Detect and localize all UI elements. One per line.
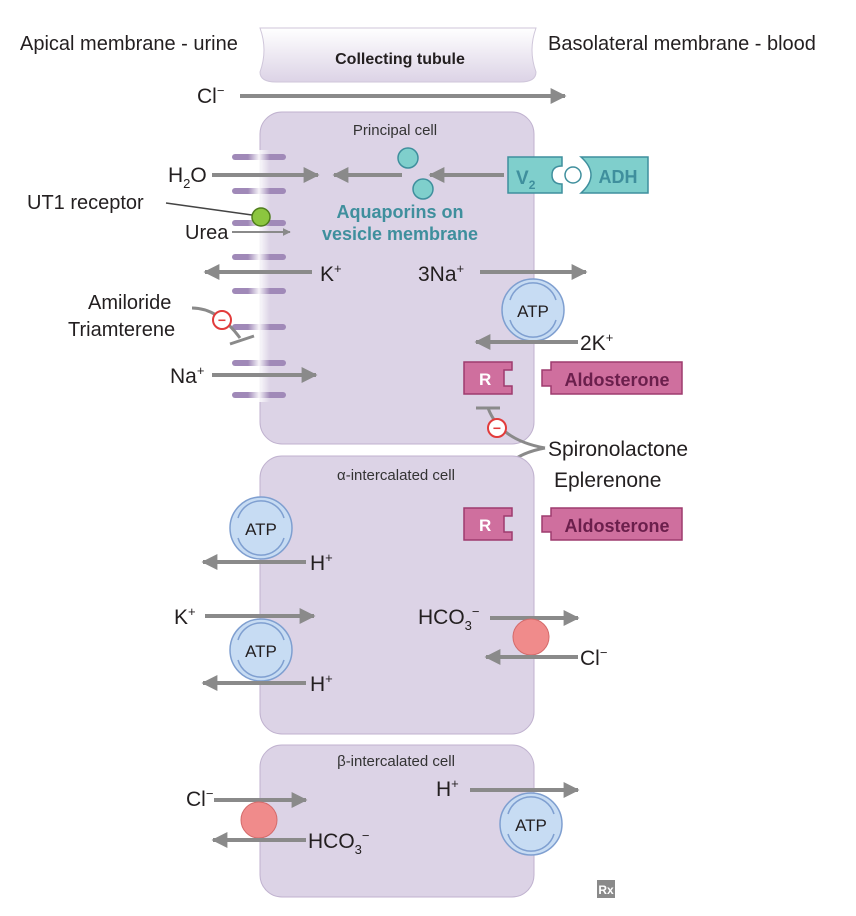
ut1-leader-line <box>165 202 253 216</box>
ut1-channel-icon <box>251 207 271 227</box>
hco3-label-alpha: HCO3− <box>418 604 480 633</box>
adh-label: ADH <box>599 167 638 187</box>
triamterene-label: Triamterene <box>68 319 175 341</box>
receptor-r-label: R <box>479 516 491 535</box>
aldosterone-label: Aldosterone <box>564 516 669 536</box>
aquaporin-vesicle-icon <box>397 147 419 169</box>
h-atpase-alpha-1: ATP <box>229 496 293 560</box>
aquaporins-label-2: vesicle membrane <box>322 224 478 244</box>
v2-label: V2 <box>516 168 536 192</box>
ut1-receptor-label: UT1 receptor <box>27 192 144 214</box>
h-label-alpha-1: H+ <box>310 550 333 575</box>
urea-label: Urea <box>185 222 229 244</box>
spironolactone-label: Spironolactone <box>548 438 688 461</box>
aquaporin-vesicle-icon <box>412 178 434 200</box>
h-atpase-alpha-2: ATP <box>229 618 293 682</box>
cl-label-alpha: Cl− <box>580 645 607 670</box>
beta-cell-title: β-intercalated cell <box>337 753 455 770</box>
apical-membrane-label: Apical membrane - urine <box>20 33 238 55</box>
adh-hormone <box>579 156 649 194</box>
aldosterone-label: Aldosterone <box>564 370 669 390</box>
alpha-cell-title: α-intercalated cell <box>337 467 455 484</box>
v2-binding-site <box>564 166 582 184</box>
hco3-cl-exchanger-alpha <box>512 618 550 656</box>
eplerenone-label: Eplerenone <box>554 469 661 492</box>
k-label-alpha: K+ <box>174 604 196 629</box>
two-k-label: 2K+ <box>580 330 613 355</box>
collecting-tubule-cap <box>259 27 537 83</box>
rx-logo <box>597 880 615 898</box>
amiloride-label: Amiloride <box>88 292 171 314</box>
inhibition-minus-glyph: − <box>218 312 226 328</box>
top-cl-label: Cl− <box>197 83 224 108</box>
principal-cell-title: Principal cell <box>353 122 437 139</box>
h2o-label: H2O <box>168 164 207 191</box>
three-na-label: 3Na+ <box>418 261 464 286</box>
rx-logo-text: Rx <box>598 883 614 897</box>
h-label-beta: H+ <box>436 776 459 801</box>
atp-label: ATP <box>245 642 277 661</box>
receptor-r-label: R <box>479 370 491 389</box>
mineralocorticoid-receptor-principal <box>463 361 513 395</box>
k-label-principal: K+ <box>320 261 342 286</box>
cl-label-beta: Cl− <box>186 786 213 811</box>
inhibition-minus-icon <box>487 418 507 438</box>
aldosterone-alpha <box>541 507 683 541</box>
h-label-alpha-2: H+ <box>310 671 333 696</box>
amiloride-inhibition-bar <box>229 334 255 346</box>
atp-label: ATP <box>245 520 277 539</box>
alpha-intercalated-cell <box>259 455 535 735</box>
na-k-atpase: ATP <box>501 278 565 342</box>
na-label-principal: Na+ <box>170 363 204 388</box>
inhibition-minus-glyph: − <box>493 420 501 436</box>
spironolactone-line-top <box>486 407 546 450</box>
mineralocorticoid-receptor-alpha <box>463 507 513 541</box>
atp-label: ATP <box>517 302 549 321</box>
atp-label: ATP <box>515 816 547 835</box>
basolateral-membrane-label: Basolateral membrane - blood <box>548 33 816 55</box>
aldosterone-principal <box>541 361 683 395</box>
hco3-label-beta: HCO3− <box>308 828 370 857</box>
aquaporins-label-1: Aquaporins on <box>337 202 464 222</box>
h-atpase-beta: ATP <box>499 792 563 856</box>
v2-receptor <box>507 156 563 194</box>
cl-hco3-exchanger-beta <box>240 801 278 839</box>
collecting-tubule-label: Collecting tubule <box>335 51 465 68</box>
inhibition-minus-icon <box>212 310 232 330</box>
